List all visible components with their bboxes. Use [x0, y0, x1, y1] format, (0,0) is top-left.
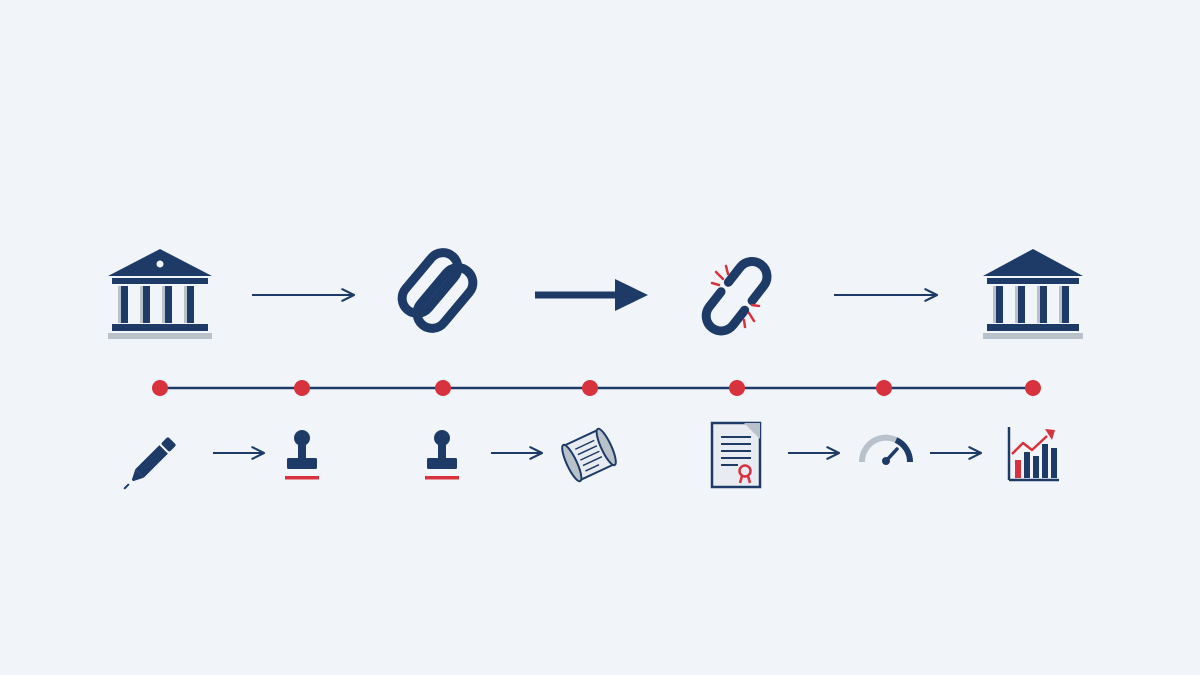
broken-chain-icon: [701, 257, 772, 336]
timeline-marker: [294, 380, 310, 396]
institution-icon: [983, 249, 1083, 339]
certificate-icon: [710, 421, 762, 489]
timeline-marker: [876, 380, 892, 396]
stamp-icon: [425, 430, 459, 480]
pen-icon: [123, 437, 176, 490]
gauge-icon: [858, 434, 914, 465]
timeline-marker: [152, 380, 168, 396]
timeline-marker: [1025, 380, 1041, 396]
growth-chart-icon: [1007, 427, 1059, 482]
bold-flow-arrow: [535, 279, 648, 311]
timeline-marker: [582, 380, 598, 396]
chain-link-icon: [397, 248, 478, 333]
stamp-icon: [285, 430, 319, 480]
scroll-icon: [561, 427, 617, 483]
timeline-marker: [729, 380, 745, 396]
institution-icon: [108, 249, 212, 339]
timeline-marker: [435, 380, 451, 396]
